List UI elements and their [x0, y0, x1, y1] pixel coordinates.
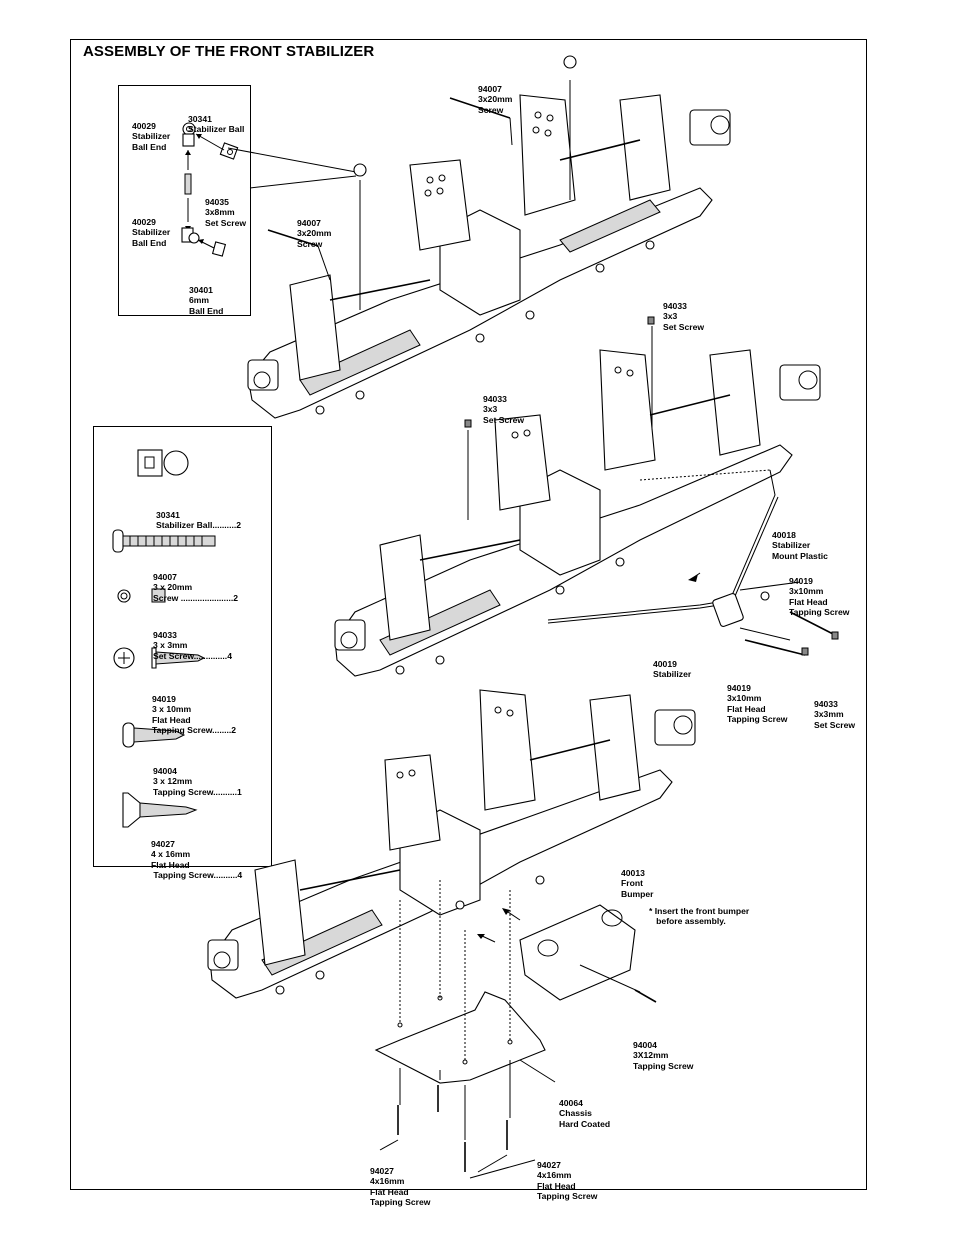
page-title: ASSEMBLY OF THE FRONT STABILIZER [83, 43, 375, 60]
step2-chassis-assembly [334, 316, 839, 677]
ball-end-inset-box [118, 85, 251, 316]
diagram-frame [70, 39, 867, 1190]
parts-list-icons [112, 449, 216, 828]
inset-ball-end-parts [181, 122, 357, 257]
step3-chassis-assembly [207, 689, 696, 1179]
step1-chassis-assembly [247, 55, 731, 419]
parts-list-box [93, 426, 272, 867]
label-bumper-note: * Insert the front bumper before assembl… [649, 905, 750, 927]
